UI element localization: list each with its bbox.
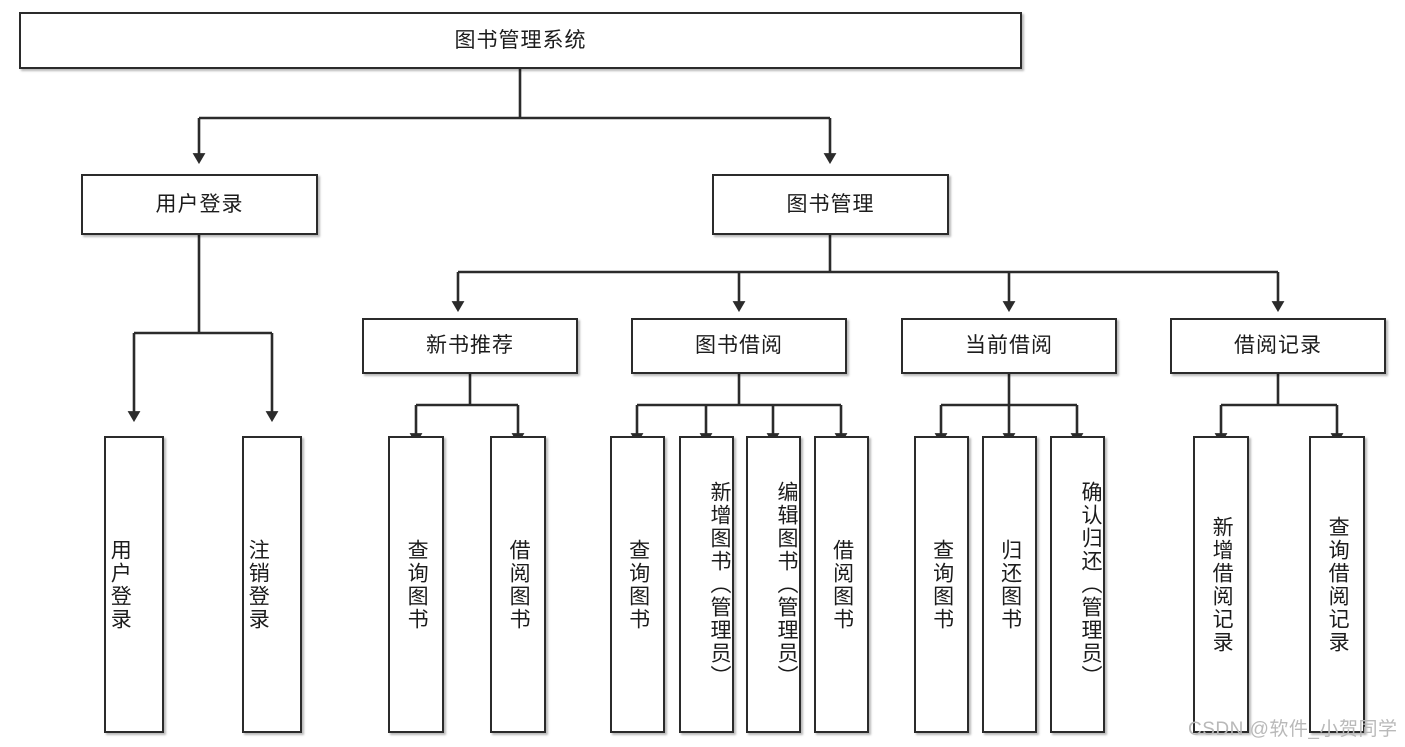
node-user-login-label: 用户登录 — [155, 192, 244, 216]
leaf-return-book[interactable]: 归还图书 — [982, 436, 1037, 733]
csdn-watermark: CSDN @软件_小贺同学 — [1188, 719, 1398, 740]
leaf-logout[interactable]: 注销登录 — [242, 436, 302, 733]
leaf-query-book-current[interactable]: 查询图书 — [914, 436, 969, 733]
node-book-borrow[interactable]: 图书借阅 — [631, 318, 847, 374]
node-book-borrow-label: 图书借阅 — [695, 334, 783, 358]
leaf-borrow-book[interactable]: 借阅图书 — [814, 436, 869, 733]
node-borrow-record[interactable]: 借阅记录 — [1170, 318, 1386, 374]
node-new-book-recommend-label: 新书推荐 — [426, 334, 514, 358]
leaf-query-book-recommend-label: 查询图书 — [405, 538, 429, 631]
leaf-query-book-borrow[interactable]: 查询图书 — [610, 436, 665, 733]
leaf-user-login-label: 用户登录 — [108, 538, 132, 631]
leaf-add-borrow-record[interactable]: 新增借阅记录 — [1193, 436, 1249, 733]
leaf-add-book-label: 新增图书（管理员） — [708, 481, 731, 688]
leaf-borrow-book-recommend[interactable]: 借阅图书 — [490, 436, 546, 733]
node-root-label: 图书管理系统 — [454, 28, 587, 52]
leaf-add-book[interactable]: 新增图书（管理员） — [679, 436, 734, 733]
leaf-borrow-book-label: 借阅图书 — [830, 538, 854, 631]
leaf-logout-label: 注销登录 — [246, 538, 270, 631]
leaf-confirm-return-label: 确认归还（管理员） — [1079, 481, 1102, 688]
leaf-add-borrow-record-label: 新增借阅记录 — [1210, 515, 1234, 654]
leaf-query-borrow-record[interactable]: 查询借阅记录 — [1309, 436, 1365, 733]
leaf-query-book-borrow-label: 查询图书 — [626, 538, 650, 631]
node-root[interactable]: 图书管理系统 — [19, 12, 1022, 69]
node-borrow-record-label: 借阅记录 — [1234, 334, 1322, 358]
leaf-query-borrow-record-label: 查询借阅记录 — [1326, 515, 1350, 654]
leaf-query-book-current-label: 查询图书 — [930, 538, 954, 631]
leaf-edit-book[interactable]: 编辑图书（管理员） — [746, 436, 801, 733]
leaf-borrow-book-recommend-label: 借阅图书 — [507, 538, 531, 631]
leaf-user-login[interactable]: 用户登录 — [104, 436, 164, 733]
node-current-borrow[interactable]: 当前借阅 — [901, 318, 1117, 374]
node-book-management-label: 图书管理 — [786, 192, 875, 216]
leaf-confirm-return[interactable]: 确认归还（管理员） — [1050, 436, 1105, 733]
leaf-query-book-recommend[interactable]: 查询图书 — [388, 436, 444, 733]
node-current-borrow-label: 当前借阅 — [965, 334, 1053, 358]
node-user-login[interactable]: 用户登录 — [81, 174, 318, 235]
node-new-book-recommend[interactable]: 新书推荐 — [362, 318, 578, 374]
node-book-management[interactable]: 图书管理 — [712, 174, 949, 235]
leaf-return-book-label: 归还图书 — [998, 538, 1022, 631]
leaf-edit-book-label: 编辑图书（管理员） — [775, 481, 798, 688]
